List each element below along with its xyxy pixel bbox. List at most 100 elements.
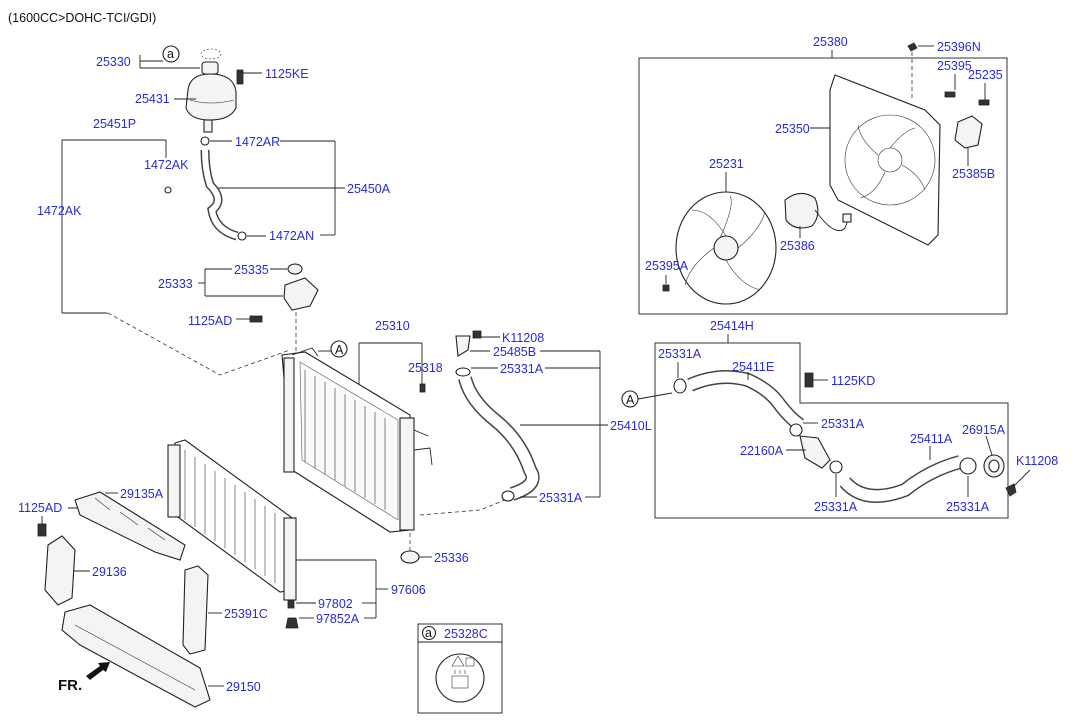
- label-25350[interactable]: 25350: [775, 122, 810, 136]
- label-25331A-a[interactable]: 25331A: [500, 362, 544, 376]
- label-1125KD[interactable]: 1125KD: [831, 374, 875, 388]
- coolant-reservoir: [185, 73, 237, 121]
- label-25385B[interactable]: 25385B: [952, 167, 995, 181]
- label-25335[interactable]: 25335: [234, 263, 269, 277]
- elbow-25485B: [455, 335, 471, 357]
- label-25331A-d[interactable]: 25331A: [821, 417, 865, 431]
- label-K11208-right[interactable]: K11208: [1016, 454, 1058, 468]
- label-25450A[interactable]: 25450A: [347, 182, 391, 196]
- label-25485B[interactable]: 25485B: [493, 345, 536, 359]
- clamp-25331A-f: [959, 457, 977, 475]
- label-1125KE[interactable]: 1125KE: [265, 67, 309, 81]
- label-25451P[interactable]: 25451P: [93, 117, 136, 131]
- label-25231[interactable]: 25231: [709, 157, 744, 171]
- radiator-left-tank: [283, 357, 295, 473]
- label-97606[interactable]: 97606: [391, 583, 426, 597]
- radiator-right-tank: [399, 417, 415, 531]
- resistor-25385B: [954, 115, 983, 149]
- ref-A-circle-radiator: [330, 340, 348, 358]
- callout-a-circle: [162, 45, 180, 63]
- fan-shroud-25350: [829, 74, 941, 246]
- label-97852A[interactable]: 97852A: [316, 612, 360, 626]
- label-25395[interactable]: 25395: [937, 59, 972, 73]
- radiator-group: 25310 A 25318 25336: [281, 319, 469, 565]
- plug-25318: [419, 383, 426, 393]
- label-1472AN[interactable]: 1472AN: [269, 229, 314, 243]
- callout-a-letter-1: a: [167, 47, 174, 61]
- fan-shroud-box: 25380 25396N 25395 25235 25350 25385B 25…: [638, 35, 1008, 315]
- label-1472AK-top[interactable]: 1472AK: [144, 158, 189, 172]
- clamp-25331A-a: [455, 367, 471, 377]
- cap-97852A: [285, 617, 299, 629]
- label-29135A[interactable]: 29135A: [120, 487, 164, 501]
- label-25331A-b[interactable]: 25331A: [539, 491, 583, 505]
- engine-spec-title: (1600CC>DOHC-TCI/GDI): [8, 11, 156, 25]
- front-marker: FR.: [58, 677, 82, 694]
- clamp-25331A-d: [789, 423, 803, 437]
- label-1472AK-left[interactable]: 1472AK: [37, 204, 82, 218]
- label-29136[interactable]: 29136: [92, 565, 127, 579]
- hose-25451P: [84, 194, 167, 313]
- lower-hose-box: 25414H A 25331A 25411E 1125KD 25331A 221…: [621, 319, 1058, 519]
- reservoir-cap-group: a 25330 25431 1125KE: [96, 45, 309, 133]
- label-1125AD-mid[interactable]: 1125AD: [188, 314, 232, 328]
- bracket-25333: [283, 277, 319, 311]
- bolt-25235: [978, 99, 990, 106]
- label-25395A[interactable]: 25395A: [645, 259, 689, 273]
- clamp-1472AN: [237, 231, 247, 241]
- label-25386[interactable]: 25386: [780, 239, 815, 253]
- label-25310[interactable]: 25310: [375, 319, 410, 333]
- front-arrow-icon: [86, 662, 110, 680]
- clamp-25331A-e: [829, 460, 843, 474]
- clamp-1472AR: [200, 136, 210, 146]
- lower-hose-frame: [654, 342, 1009, 519]
- label-1472AR[interactable]: 1472AR: [235, 135, 280, 149]
- callout-a-letter-2: a: [425, 626, 432, 640]
- label-25396N[interactable]: 25396N: [937, 40, 981, 54]
- bolt-1125AD-left: [37, 523, 47, 537]
- air-guides-group: 1125AD 29135A 29136 25391C 29150 FR.: [18, 487, 268, 708]
- label-26915A[interactable]: 26915A: [962, 423, 1006, 437]
- fan-assembly-frame: [638, 57, 1008, 315]
- label-29150[interactable]: 29150: [226, 680, 261, 694]
- label-25328C[interactable]: 25328C: [444, 627, 488, 641]
- label-25235[interactable]: 25235: [968, 68, 1003, 82]
- label-25411A[interactable]: 25411A: [910, 432, 953, 446]
- ref-A-letter-2: A: [626, 393, 635, 407]
- label-25411E[interactable]: 25411E: [732, 360, 774, 374]
- sensor-K11208-right: [1005, 483, 1017, 497]
- label-25331A-e[interactable]: 25331A: [814, 500, 858, 514]
- label-25414H[interactable]: 25414H: [710, 319, 754, 333]
- label-1125AD-left[interactable]: 1125AD: [18, 501, 62, 515]
- label-25391C[interactable]: 25391C: [224, 607, 268, 621]
- label-25318[interactable]: 25318: [408, 361, 443, 375]
- hose-25450A: [200, 149, 239, 241]
- label-25330[interactable]: 25330: [96, 55, 131, 69]
- label-25336[interactable]: 25336: [434, 551, 469, 565]
- label-25431[interactable]: 25431: [135, 92, 170, 106]
- label-25380[interactable]: 25380: [813, 35, 848, 49]
- label-25331A-f[interactable]: 25331A: [946, 500, 990, 514]
- hot-radiator-icon: [451, 675, 469, 689]
- drain-plug-25336: [400, 550, 420, 564]
- label-25410L[interactable]: 25410L: [610, 419, 652, 433]
- clamp-25331A-c: [673, 378, 687, 394]
- label-K11208-top[interactable]: K11208: [502, 331, 544, 345]
- sensor-K11208: [472, 330, 482, 339]
- clip-25396N: [907, 42, 918, 52]
- fan-motor-25386: [784, 192, 819, 229]
- label-22160A[interactable]: 22160A: [740, 444, 784, 458]
- plug-97802: [287, 599, 295, 609]
- air-guide-25391C: [182, 565, 209, 655]
- carrier-29150: [61, 604, 211, 708]
- condenser-group: 97606 97802 97852A: [167, 439, 426, 629]
- bolt-25395: [944, 91, 956, 98]
- label-25333[interactable]: 25333: [158, 277, 193, 291]
- fitting-22160A: [799, 435, 831, 469]
- label-97802[interactable]: 97802: [318, 597, 353, 611]
- label-25331A-c[interactable]: 25331A: [658, 347, 702, 361]
- bushing-25335: [287, 263, 303, 275]
- clamp-25331A-b: [501, 490, 515, 502]
- bolt-1125AD: [249, 315, 263, 323]
